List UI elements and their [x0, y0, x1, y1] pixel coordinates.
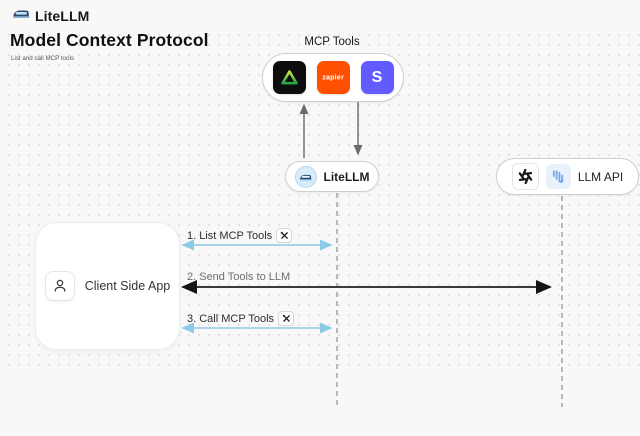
litellm-node: LiteLLM	[285, 161, 379, 192]
llm-provider-icon	[545, 164, 571, 189]
llm-api-node-label: LLM API	[577, 169, 624, 184]
brand-header: LiteLLM	[12, 7, 89, 25]
triangle-tool-icon	[272, 61, 306, 94]
client-side-app-label: Client Side App	[84, 279, 171, 293]
page-subtitle: List and call MCP tools	[11, 55, 74, 62]
litellm-node-icon	[294, 165, 317, 188]
mcp-tools-group: zapier S	[262, 53, 404, 102]
hammer-wrench-icon	[278, 311, 295, 326]
hammer-wrench-icon	[276, 228, 293, 243]
stripe-letter: S	[371, 68, 383, 86]
step2-label: 2. Send Tools to LLM	[187, 271, 290, 283]
mcp-tools-label: MCP Tools	[304, 36, 360, 48]
zapier-wordmark: zapier	[322, 73, 344, 82]
step2-text: 2. Send Tools to LLM	[187, 271, 291, 283]
stripe-icon: S	[360, 61, 394, 94]
step1-text: 1. List MCP Tools	[187, 229, 273, 242]
client-side-app-node: Client Side App	[35, 222, 180, 350]
step3-label: 3. Call MCP Tools	[187, 311, 295, 326]
user-icon	[44, 271, 75, 301]
openai-icon	[511, 163, 539, 190]
step3-text: 3. Call MCP Tools	[187, 312, 275, 325]
step1-label: 1. List MCP Tools	[187, 228, 293, 243]
zapier-icon: zapier	[316, 61, 350, 94]
litellm-node-label: LiteLLM	[323, 169, 370, 184]
llm-api-node: LLM API	[496, 158, 639, 195]
litellm-train-icon	[12, 7, 30, 25]
brand-name: LiteLLM	[35, 8, 90, 24]
page-title: Model Context Protocol	[10, 30, 209, 50]
